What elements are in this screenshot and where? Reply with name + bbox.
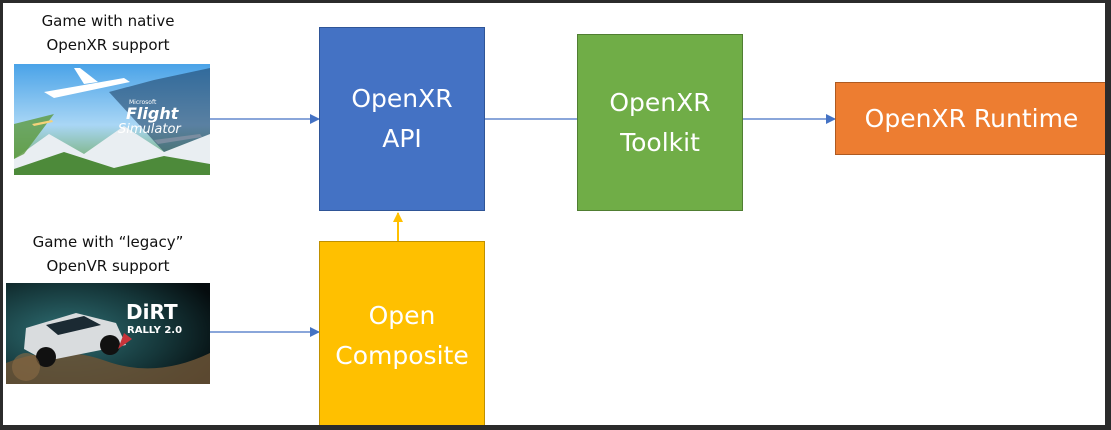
openxr-api-node: OpenXR API <box>319 27 485 211</box>
openxr-runtime-label: OpenXR Runtime <box>864 103 1079 133</box>
legacy-game-caption: Game with “legacy” OpenVR support <box>8 230 208 278</box>
flight-simulator-image: Microsoft Flight Simulator <box>14 64 210 175</box>
openxr-runtime-node: OpenXR Runtime <box>835 82 1105 155</box>
legacy-game-caption-line2: OpenVR support <box>46 257 170 275</box>
openxr-api-label-line1: OpenXR <box>351 84 453 113</box>
flight-sim-logo-top: Flight <box>126 104 180 123</box>
native-game-caption-line1: Game with native <box>41 12 175 30</box>
open-composite-label-line2: Composite <box>335 341 469 370</box>
openxr-toolkit-label-line1: OpenXR <box>609 87 711 117</box>
flight-sim-logo-bottom: Simulator <box>118 122 182 137</box>
open-composite-label-line1: Open <box>368 301 436 330</box>
flow-arrows <box>210 114 836 337</box>
diagram-canvas: Game with native OpenXR support Microsof… <box>3 3 1105 425</box>
dirt-rally-logo-bottom: RALLY 2.0 <box>127 325 182 336</box>
dirt-rally-image: DiRT RALLY 2.0 <box>6 283 210 384</box>
openxr-toolkit-label-line2: Toolkit <box>620 127 700 157</box>
openxr-toolkit-node: OpenXR Toolkit <box>577 34 743 211</box>
open-composite-node: Open Composite <box>319 241 485 425</box>
dirt-rally-logo-top: DiRT <box>126 300 178 324</box>
native-game-caption-line2: OpenXR support <box>46 36 170 54</box>
native-game-caption: Game with native OpenXR support <box>8 9 208 57</box>
legacy-game-caption-line1: Game with “legacy” <box>32 233 184 251</box>
openxr-api-label-line2: API <box>382 124 422 153</box>
flight-sim-logo-brand: Microsoft <box>129 99 157 106</box>
